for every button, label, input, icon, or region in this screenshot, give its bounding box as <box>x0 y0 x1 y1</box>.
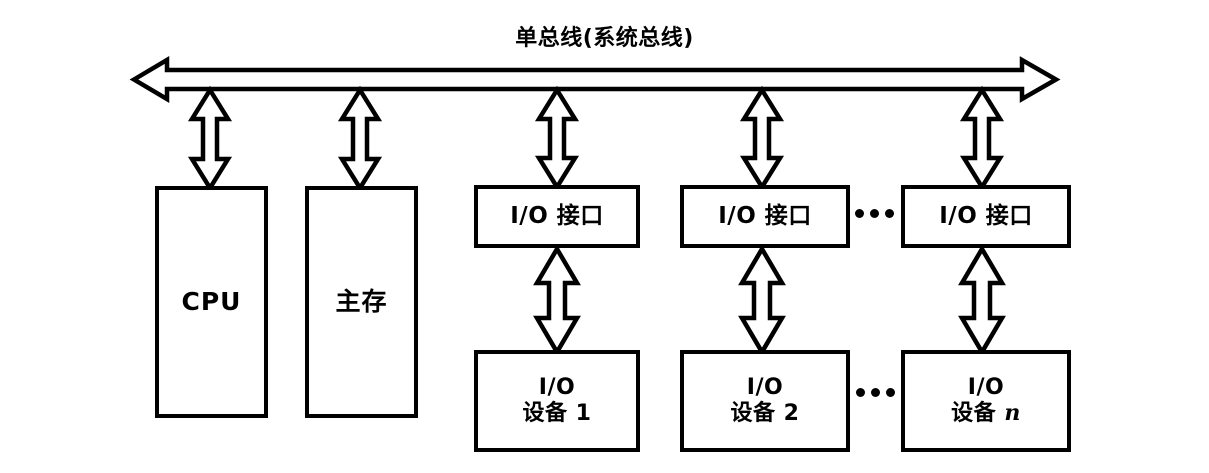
node-io-device-1[interactable]: I/O 设备 1 <box>474 350 640 452</box>
device-index-n: n <box>1004 400 1021 426</box>
node-cpu[interactable]: CPU <box>155 186 268 418</box>
connector-iface-2-to-device-2 <box>738 244 786 357</box>
diagram-title: 单总线(系统总线) <box>515 26 694 51</box>
node-io-device-2-label: I/O 设备 2 <box>730 375 800 426</box>
connector-iface-1-to-device-1 <box>533 244 581 357</box>
node-main-memory[interactable]: 主存 <box>305 186 418 418</box>
node-io-device-2[interactable]: I/O 设备 2 <box>680 350 850 452</box>
ellipsis-dot <box>856 388 865 397</box>
node-cpu-label: CPU <box>181 287 242 317</box>
node-io-interface-2[interactable]: I/O 接口 <box>680 185 850 248</box>
node-io-interface-2-label: I/O 接口 <box>718 202 812 229</box>
node-io-device-n[interactable]: I/O 设备 n <box>901 350 1071 452</box>
connector-bus-to-iface-2 <box>739 85 785 192</box>
ellipsis-dot <box>870 209 879 218</box>
ellipsis-dot <box>886 388 895 397</box>
ellipsis-dot <box>885 209 894 218</box>
connector-bus-to-cpu <box>187 85 233 193</box>
node-main-memory-label: 主存 <box>335 287 388 317</box>
device-row-ellipsis-icon <box>856 388 895 397</box>
connector-bus-to-memory <box>337 85 383 193</box>
node-io-interface-1[interactable]: I/O 接口 <box>474 185 640 248</box>
ellipsis-dot <box>871 388 880 397</box>
node-io-device-1-label: I/O 设备 1 <box>522 375 592 426</box>
interface-row-ellipsis-icon <box>855 209 894 218</box>
connector-iface-n-to-device-n <box>958 244 1006 357</box>
system-bus-arrow <box>129 56 1061 103</box>
connector-bus-to-iface-n <box>959 85 1005 192</box>
node-io-device-n-label: I/O 设备 n <box>951 375 1021 426</box>
ellipsis-dot <box>855 209 864 218</box>
node-io-interface-1-label: I/O 接口 <box>510 202 604 229</box>
node-io-interface-n-label: I/O 接口 <box>939 202 1033 229</box>
node-io-interface-n[interactable]: I/O 接口 <box>901 185 1071 248</box>
connector-bus-to-iface-1 <box>534 85 580 192</box>
